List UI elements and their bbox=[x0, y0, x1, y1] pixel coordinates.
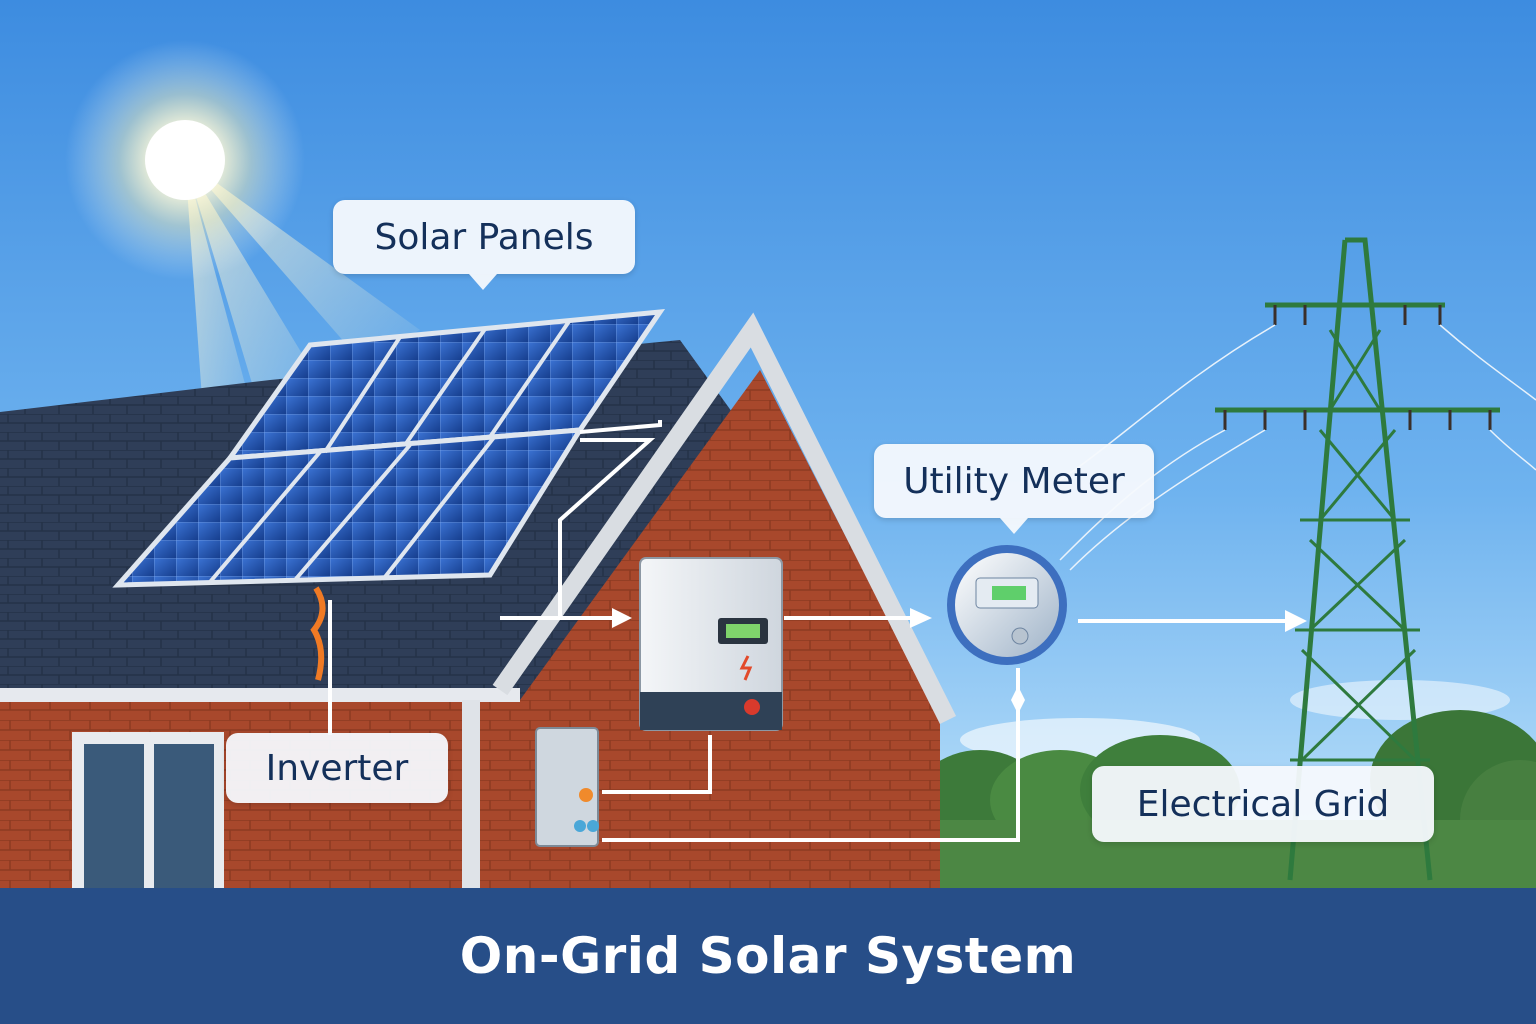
label-inverter-text: Inverter bbox=[265, 747, 409, 789]
inverter-icon bbox=[639, 557, 783, 731]
label-solar-panels: Solar Panels bbox=[333, 200, 635, 290]
label-utility-meter-text: Utility Meter bbox=[903, 460, 1125, 502]
label-electrical-grid-text: Electrical Grid bbox=[1136, 783, 1390, 825]
solar-panel-icon bbox=[112, 309, 666, 588]
label-solar-panels-text: Solar Panels bbox=[374, 216, 594, 258]
title-banner: On-Grid Solar System bbox=[0, 888, 1536, 1024]
flow-arrowheads bbox=[612, 608, 1307, 714]
label-inverter: Inverter bbox=[226, 733, 448, 803]
label-utility-meter: Utility Meter bbox=[874, 444, 1154, 534]
utility-meter-icon bbox=[947, 545, 1067, 665]
connection-wires bbox=[328, 420, 1285, 842]
electrical-panel-icon bbox=[535, 727, 599, 847]
label-electrical-grid: Electrical Grid bbox=[1092, 766, 1434, 842]
diagram-title: On-Grid Solar System bbox=[459, 927, 1077, 985]
window bbox=[72, 732, 224, 892]
dc-cable bbox=[310, 586, 326, 681]
